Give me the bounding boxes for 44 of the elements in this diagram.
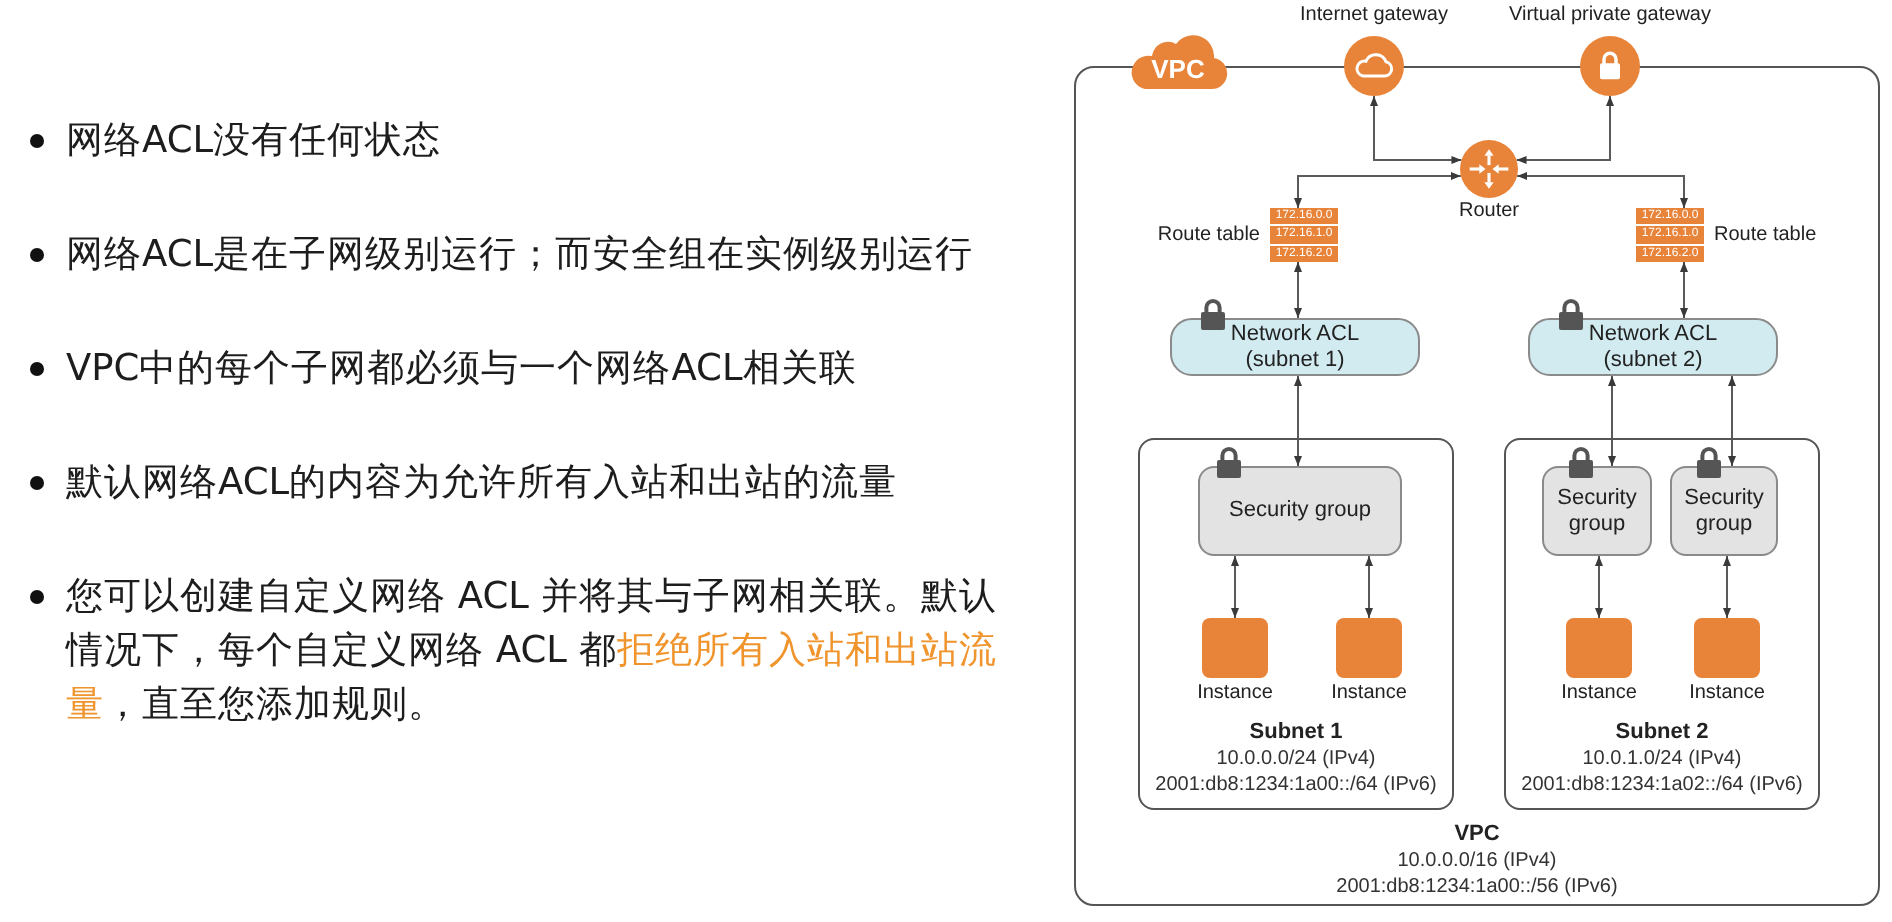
bullet-text: 默认网络ACL的内容为允许所有入站和出站的流量 — [66, 460, 900, 508]
cidr-text: 10.0.0.0/24 (IPv4) — [1216, 746, 1376, 772]
double-arrow — [1680, 260, 1688, 319]
double-arrow — [1231, 555, 1239, 619]
gateway-label: Internet gateway — [1300, 2, 1448, 28]
box-label: Network ACL (subnet 2) — [1586, 321, 1720, 373]
box-label: Security group — [1682, 485, 1766, 537]
box-label: Security group — [1555, 485, 1639, 537]
double-arrow — [1294, 172, 1462, 210]
double-arrow — [1294, 375, 1302, 467]
instance-label: Instance — [1197, 680, 1273, 706]
cidr-text: 2001:db8:1234:1a02::/64 (IPv6) — [1521, 772, 1803, 798]
box-title: Subnet 2 — [1615, 720, 1709, 746]
double-arrow — [1515, 95, 1614, 164]
box-label: Security group — [1229, 498, 1371, 524]
double-arrow — [1516, 172, 1688, 210]
double-arrow — [1595, 555, 1603, 619]
gateway-label: Virtual private gateway — [1509, 2, 1711, 28]
box-title: VPC — [1454, 822, 1500, 848]
subnet-box — [1138, 438, 1454, 810]
router-label: Router — [1458, 198, 1519, 224]
double-arrow — [1723, 555, 1731, 619]
route-table-label: Route table — [1157, 222, 1260, 248]
route-table-label: Route table — [1714, 222, 1817, 248]
subnet-box — [1504, 438, 1820, 810]
instance-label: Instance — [1331, 680, 1407, 706]
double-arrow — [1365, 555, 1373, 619]
bullet-text: 网络ACL没有任何状态 — [66, 118, 444, 166]
double-arrow — [1728, 375, 1736, 467]
box-title: Subnet 1 — [1249, 720, 1343, 746]
instance-label: Instance — [1561, 680, 1637, 706]
cidr-text: 10.0.0.0/16 (IPv4) — [1397, 848, 1557, 874]
cidr-text: 2001:db8:1234:1a00::/64 (IPv6) — [1155, 772, 1437, 798]
box-label: Network ACL (subnet 1) — [1228, 321, 1362, 373]
bullet-text: 网络ACL是在子网级别运行；而安全组在实例级别运行 — [66, 232, 976, 280]
badge-label: VPC — [1151, 54, 1205, 84]
double-arrow — [1608, 375, 1616, 467]
double-arrow — [1294, 260, 1302, 319]
bullet-text: VPC中的每个子网都必须与一个网络ACL相关联 — [66, 346, 859, 394]
instance-label: Instance — [1689, 680, 1765, 706]
double-arrow — [1370, 95, 1463, 164]
bullet-text: 您可以创建自定义网络 ACL 并将其与子网相关联。默认情况下，每个自定义网络 ACL 都拒绝所有入站和出站流量，直至您添加规则。 — [66, 574, 998, 730]
cidr-text: 10.0.1.0/24 (IPv4) — [1582, 746, 1742, 772]
cidr-text: 2001:db8:1234:1a00::/56 (IPv6) — [1336, 874, 1618, 900]
